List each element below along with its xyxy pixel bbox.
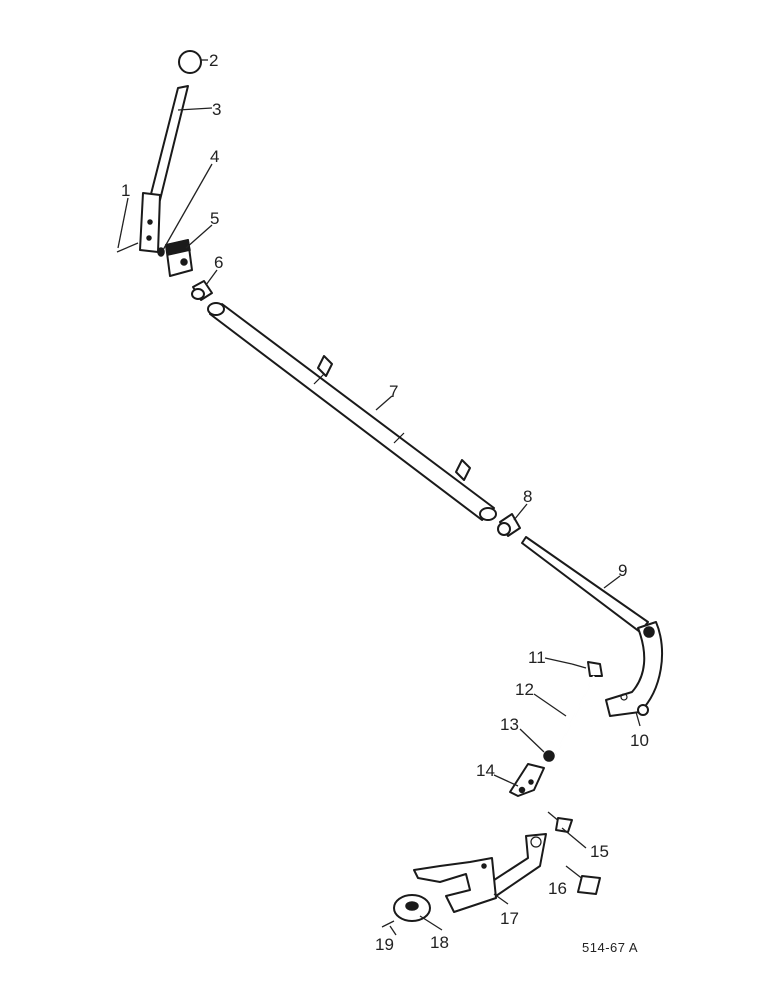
- part-5-block: [165, 239, 193, 277]
- part-6-bushing: [191, 280, 213, 301]
- callout-6: 6: [214, 253, 223, 272]
- callout-10: 10: [630, 731, 649, 750]
- callout-5: 5: [210, 209, 219, 228]
- part-4-washer: [157, 247, 165, 257]
- part-14-yoke: [509, 763, 545, 797]
- callout-17: 17: [500, 909, 519, 928]
- part-10-bolt: [637, 704, 649, 716]
- callout-19: 19: [375, 935, 394, 954]
- callout-15: 15: [590, 842, 609, 861]
- callout-16: 16: [548, 879, 567, 898]
- callout-4: 4: [210, 147, 219, 166]
- part-17-fork: [413, 833, 547, 913]
- callout-8: 8: [523, 487, 532, 506]
- callout-12: 12: [515, 680, 534, 699]
- part-3-hand-lever: [139, 85, 189, 253]
- part-1-pin: [116, 242, 139, 253]
- leader-lines: [117, 59, 641, 936]
- part-7-shaft-tube: [207, 302, 497, 521]
- callout-labels: 1 2 3 4 5 6 7 8 9 10 11 12 13 14 15 16 1…: [121, 51, 649, 954]
- part-15-bolt: [547, 811, 573, 833]
- part-16-bolt: [565, 865, 601, 895]
- callout-18: 18: [430, 933, 449, 952]
- callout-2: 2: [209, 51, 218, 70]
- callout-9: 9: [618, 561, 627, 580]
- callout-3: 3: [212, 100, 221, 119]
- callout-13: 13: [500, 715, 519, 734]
- callout-1: 1: [121, 181, 130, 200]
- part-11-clevis: [571, 661, 603, 677]
- callout-11: 11: [528, 648, 546, 667]
- drawing-code: 514-67 A: [582, 940, 638, 955]
- part-18-roller: [393, 894, 431, 922]
- part-2-knob: [178, 50, 202, 74]
- part-9-shaft-arm: [521, 536, 664, 717]
- callout-14: 14: [476, 761, 495, 780]
- part-19-pin: [381, 920, 395, 928]
- part-12-rod: [555, 675, 595, 755]
- callout-7: 7: [389, 382, 398, 401]
- part-13-nut: [543, 750, 555, 762]
